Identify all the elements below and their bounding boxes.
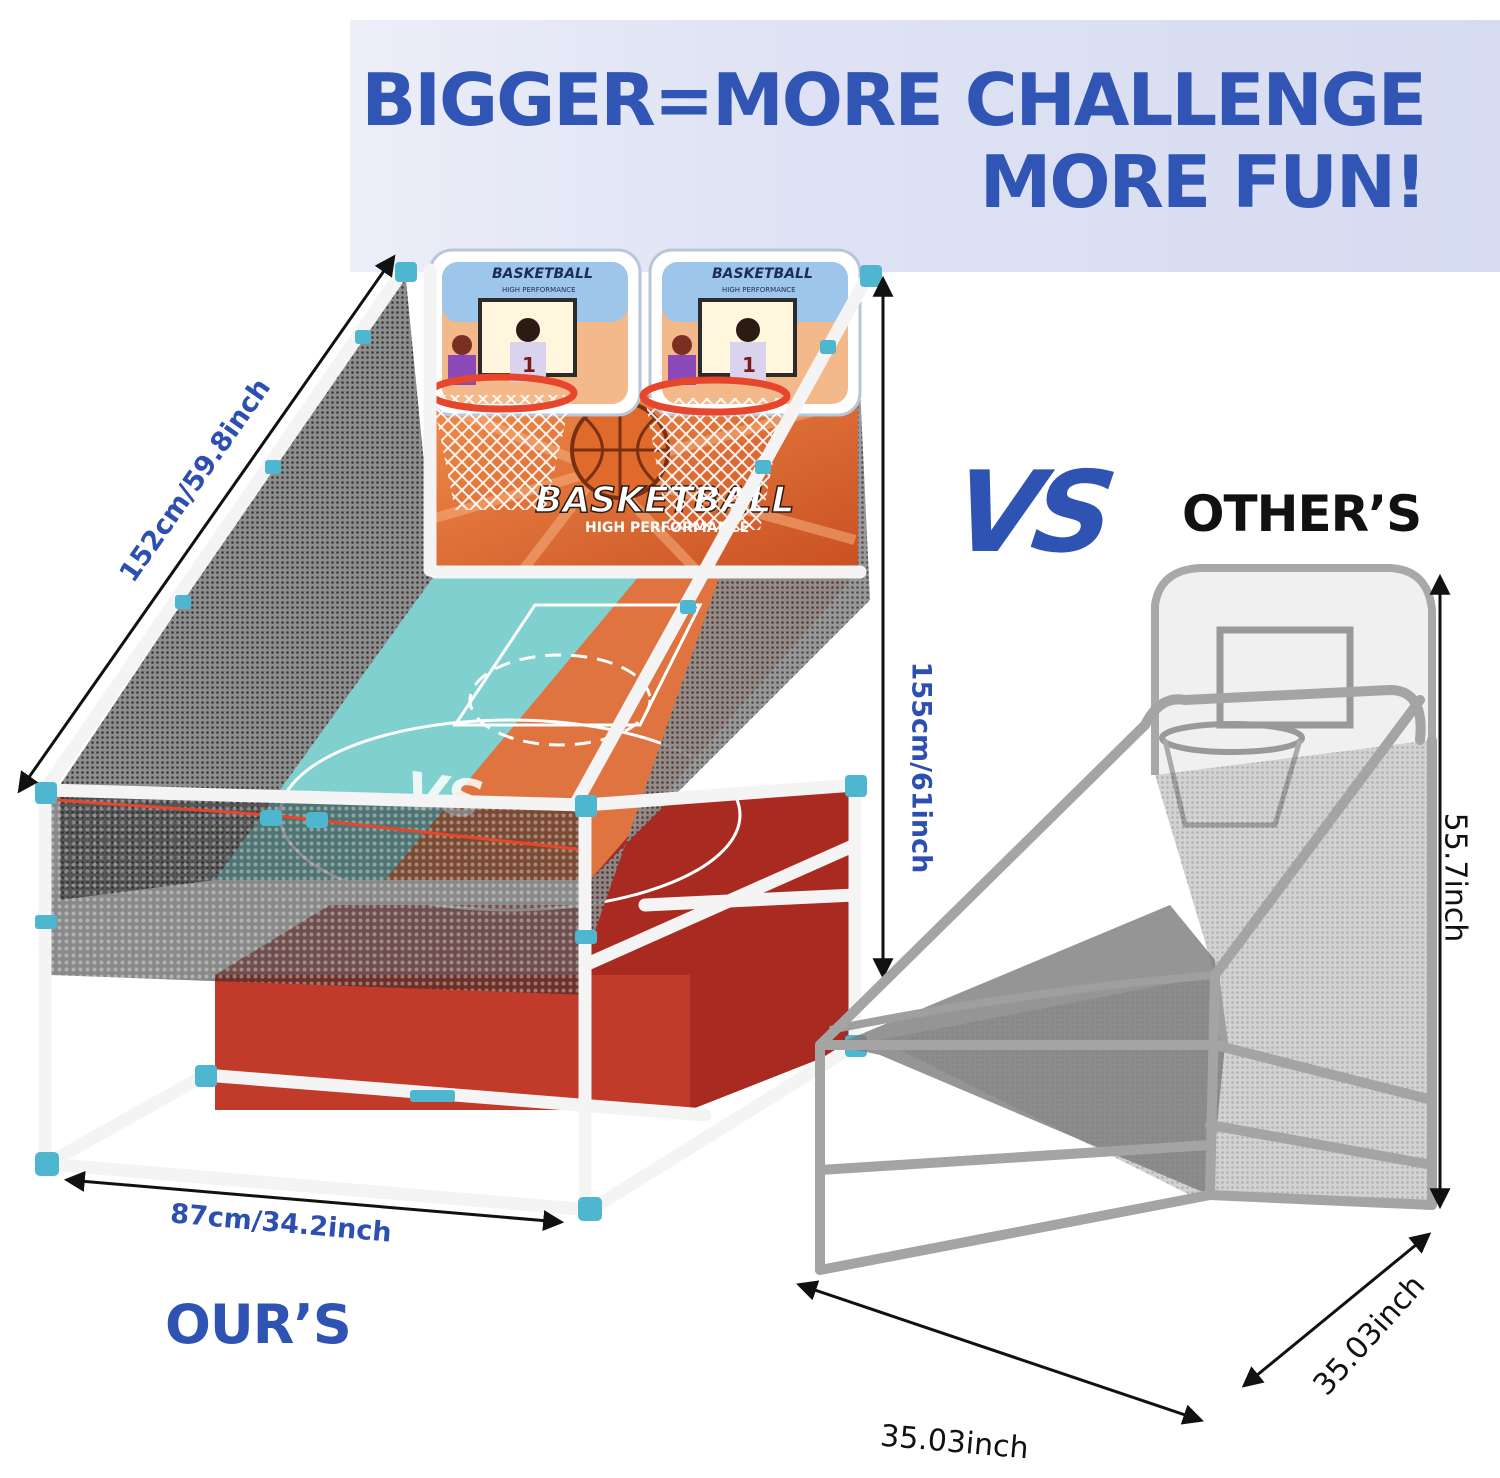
headline-line-2: MORE FUN! <box>979 140 1427 224</box>
backboard-right: BASKETBALL HIGH PERFORMANCE 1 <box>648 248 862 417</box>
ours-label: OUR’S <box>165 1293 352 1356</box>
others-depth-arrow <box>1241 1232 1432 1388</box>
height-dimension-label: 155cm/61inch <box>905 661 937 874</box>
backboard-right-subtitle: HIGH PERFORMANCE <box>722 286 796 294</box>
others-label: OTHER’S <box>1182 485 1422 543</box>
vs-badge: VS <box>945 448 1116 578</box>
backboard-right-title: BASKETBALL <box>712 266 813 282</box>
others-machine <box>815 564 1437 1275</box>
ours-dimension-arrows <box>17 254 894 1232</box>
backboard-left-subtitle: HIGH PERFORMANCE <box>502 286 576 294</box>
others-dimension-arrows <box>796 573 1451 1425</box>
ours-machine: VS BASKETBALL HIGH PERFORMANCE BASKETBAL… <box>35 248 882 1221</box>
headline-line-1: BIGGER=MORE CHALLENGE <box>361 58 1427 142</box>
jersey-number-right: 1 <box>742 353 756 377</box>
headline-banner <box>350 20 1500 272</box>
jersey-number-left: 1 <box>522 353 536 377</box>
length-arrow <box>17 254 396 794</box>
backboard-left: BASKETBALL HIGH PERFORMANCE 1 <box>428 248 642 417</box>
front-net <box>50 790 590 995</box>
others-height-label: 55.7inch <box>1437 812 1473 943</box>
backboard-left-title: BASKETBALL <box>492 266 593 282</box>
ball-return-box <box>215 975 690 1110</box>
others-width-arrow <box>796 1280 1204 1425</box>
width-arrow <box>63 1170 565 1232</box>
